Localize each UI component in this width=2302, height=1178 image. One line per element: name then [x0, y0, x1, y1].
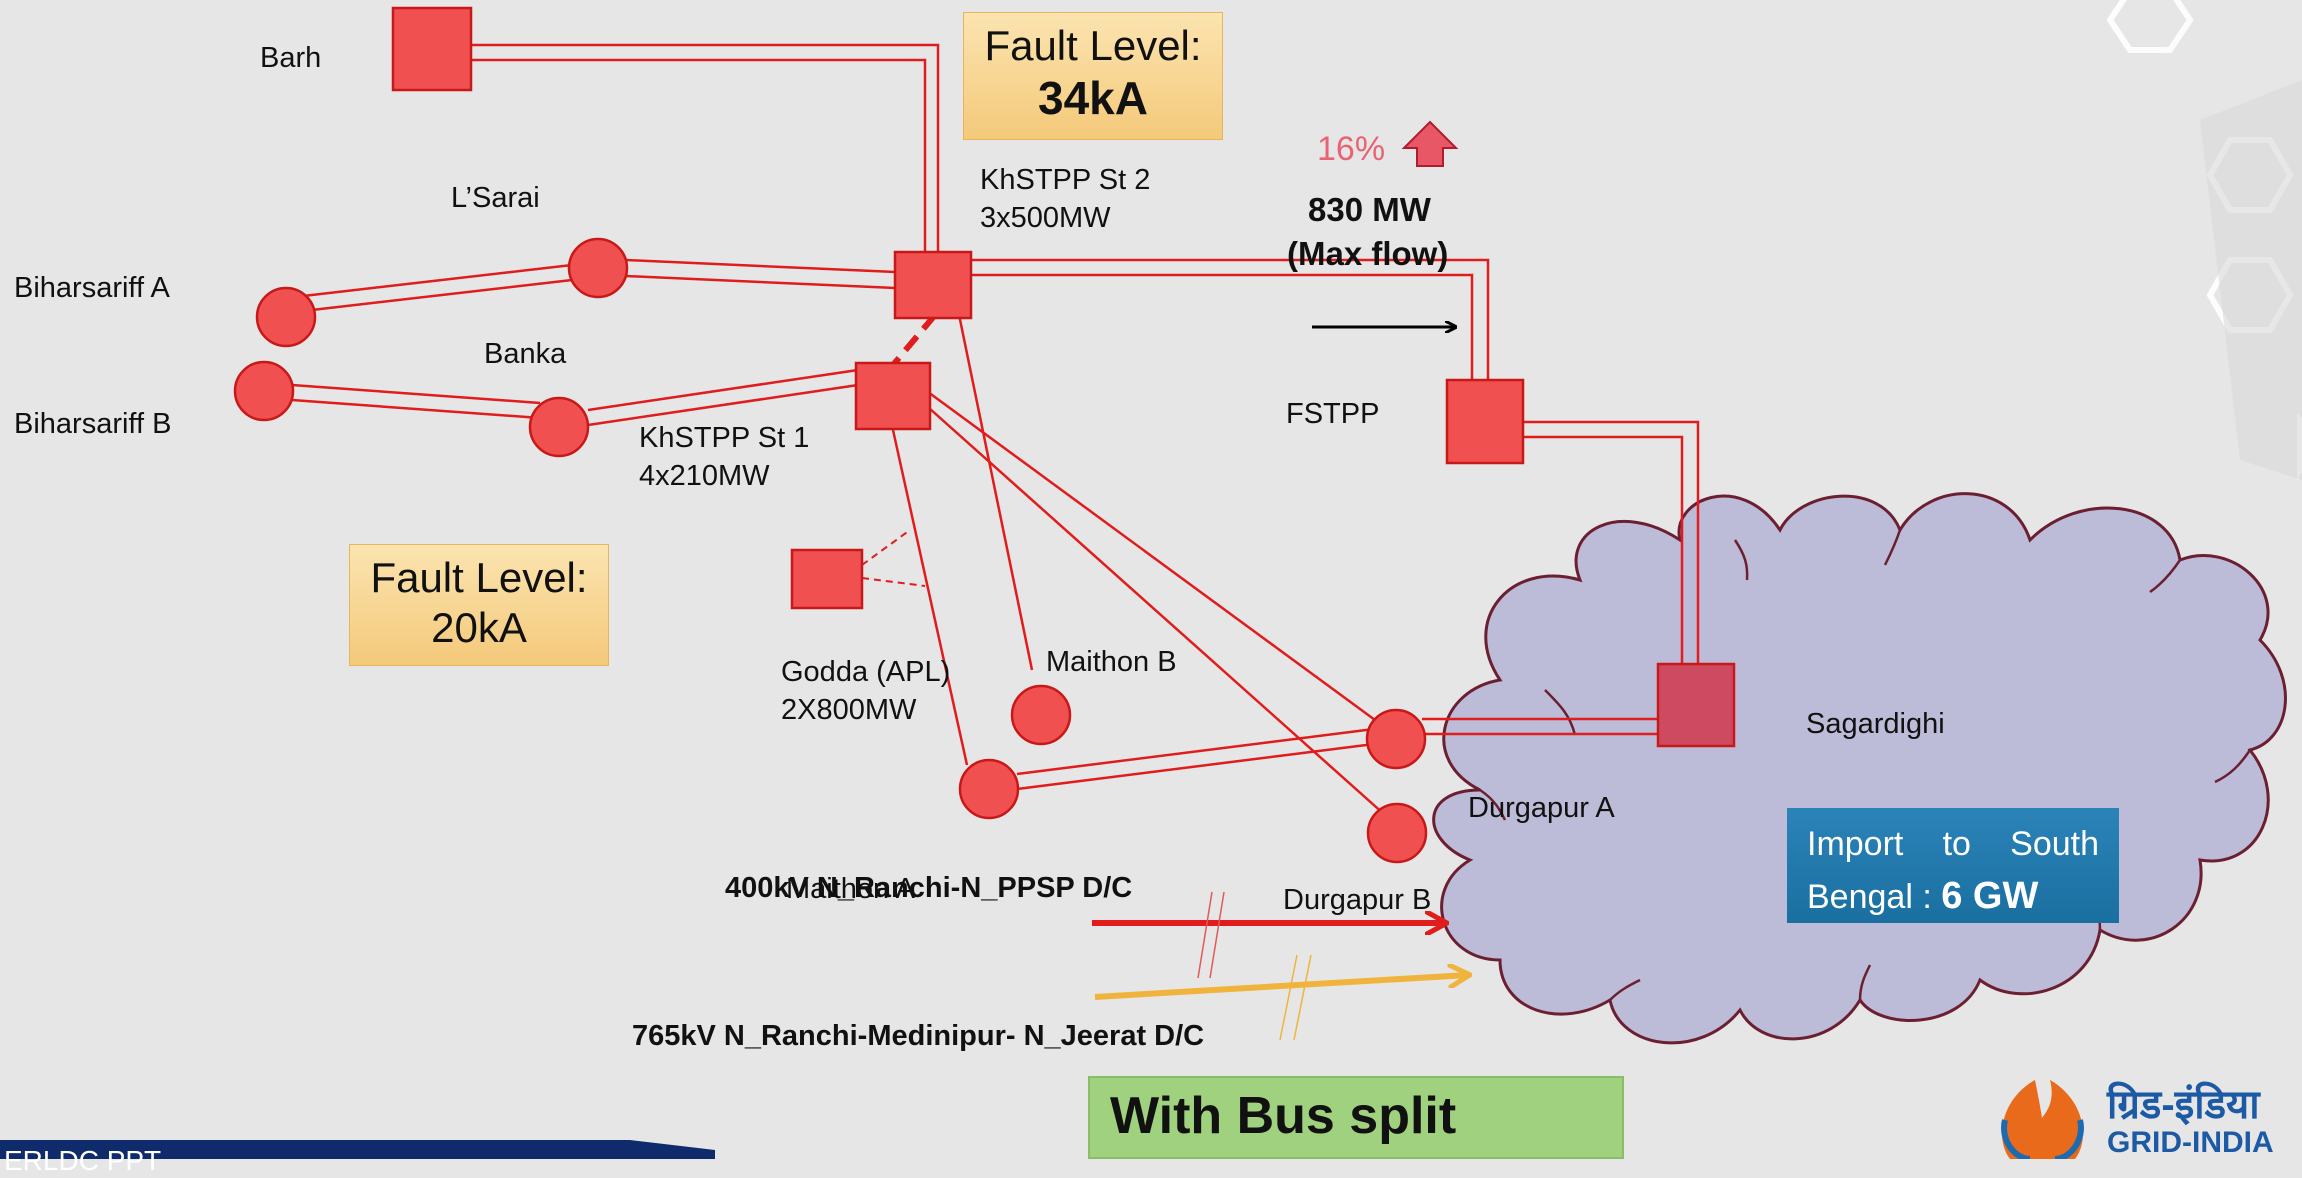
fault-level-top-label: Fault Level:	[984, 22, 1202, 69]
logo-english-text: GRID-INDIA	[2107, 1126, 2274, 1159]
logo-hands-icon	[2001, 1119, 2084, 1159]
label-biharsariff-a: Biharsariff A	[14, 272, 170, 304]
label-khstpp-st1-capacity: 4x210MW	[639, 460, 770, 492]
south-bengal-cloud	[1432, 492, 2287, 1045]
fault-level-left-label: Fault Level:	[370, 554, 588, 601]
line-400kv-break-marks	[1197, 891, 1225, 979]
barh-substation	[391, 6, 473, 92]
durgapur-a-node	[1365, 708, 1427, 770]
khstpp-st1-substation	[854, 361, 932, 431]
line-400kv-label: 400kV N_Ranchi-N_PPSP D/C	[725, 872, 1133, 904]
label-durgapur-a: Durgapur A	[1468, 792, 1615, 824]
substation-squares	[391, 6, 1736, 748]
line-765kv-arrow	[1094, 975, 1468, 1000]
label-maithon-a: Maithon A	[786, 873, 915, 905]
label-lsarai: L’Sarai	[451, 182, 540, 214]
label-godda-capacity: 2X800MW	[781, 694, 917, 726]
label-khstpp-st2-name: KhSTPP St 2	[980, 164, 1151, 196]
label-banka: Banka	[484, 338, 567, 370]
maithon-a-node	[958, 758, 1020, 820]
fault-level-top-value: 34kA	[1038, 72, 1148, 125]
line-765kv-break-marks	[1279, 954, 1312, 1041]
fault-level-left-value: 20kA	[431, 604, 527, 652]
label-godda-name: Godda (APL)	[781, 656, 951, 688]
label-sagardighi: Sagardighi	[1806, 708, 1945, 740]
flow-mw: 830 MW	[1308, 191, 1431, 228]
import-label: Import to South Bengal :	[1807, 825, 2099, 917]
label-fstpp: FSTPP	[1286, 398, 1380, 430]
bus-split-box: With Bus split	[1088, 1076, 1624, 1159]
logo-flame-icon	[2002, 1080, 2083, 1159]
hexagon-shade	[2200, 80, 2302, 480]
label-khstpp-st1-name: KhSTPP St 1	[639, 422, 810, 454]
fault-level-box-top: Fault Level: 34kA	[963, 12, 1223, 140]
label-khstpp-st2-capacity: 3x500MW	[980, 202, 1111, 234]
biharsariff-a-node	[255, 286, 317, 348]
footer-text: ERLDC PPT	[4, 1145, 162, 1176]
durgapur-b-node	[1366, 802, 1428, 864]
bus-split-label: With Bus split	[1110, 1087, 1457, 1145]
sagardighi-substation	[1656, 662, 1736, 748]
import-value: 6 GW	[1941, 875, 2039, 918]
fault-level-box-left: Fault Level: 20kA	[349, 544, 609, 666]
label-biharsariff-b: Biharsariff B	[14, 408, 172, 440]
godda-dashed-links	[861, 529, 926, 587]
line-765kv-label: 765kV N_Ranchi-Medinipur- N_Jeerat D/C	[632, 1020, 1205, 1052]
biharsariff-b-node	[233, 360, 295, 422]
khstpp-st2-substation	[893, 250, 973, 320]
maithon-b-node	[1010, 684, 1072, 746]
godda-substation	[790, 548, 864, 610]
label-barh: Barh	[260, 42, 322, 74]
grid-india-logo	[2001, 1080, 2084, 1159]
flow-note: (Max flow)	[1287, 235, 1449, 272]
fstpp-substation	[1445, 378, 1525, 465]
bus-split-link	[890, 313, 938, 367]
label-maithon-b: Maithon B	[1046, 646, 1177, 678]
banka-node	[528, 396, 590, 458]
lsarai-node	[567, 237, 629, 299]
footer-bar	[0, 1140, 715, 1159]
logo-hindi-text: ग्रिड-इंडिया	[2107, 1083, 2260, 1127]
transmission-lines	[285, 43, 1700, 816]
increase-arrow-icon	[1401, 120, 1459, 167]
import-box: Import to South Bengal : 6 GW	[1787, 808, 2119, 923]
label-durgapur-b: Durgapur B	[1283, 884, 1432, 916]
flow-percent: 16%	[1317, 130, 1386, 168]
substation-circles	[233, 237, 1428, 864]
